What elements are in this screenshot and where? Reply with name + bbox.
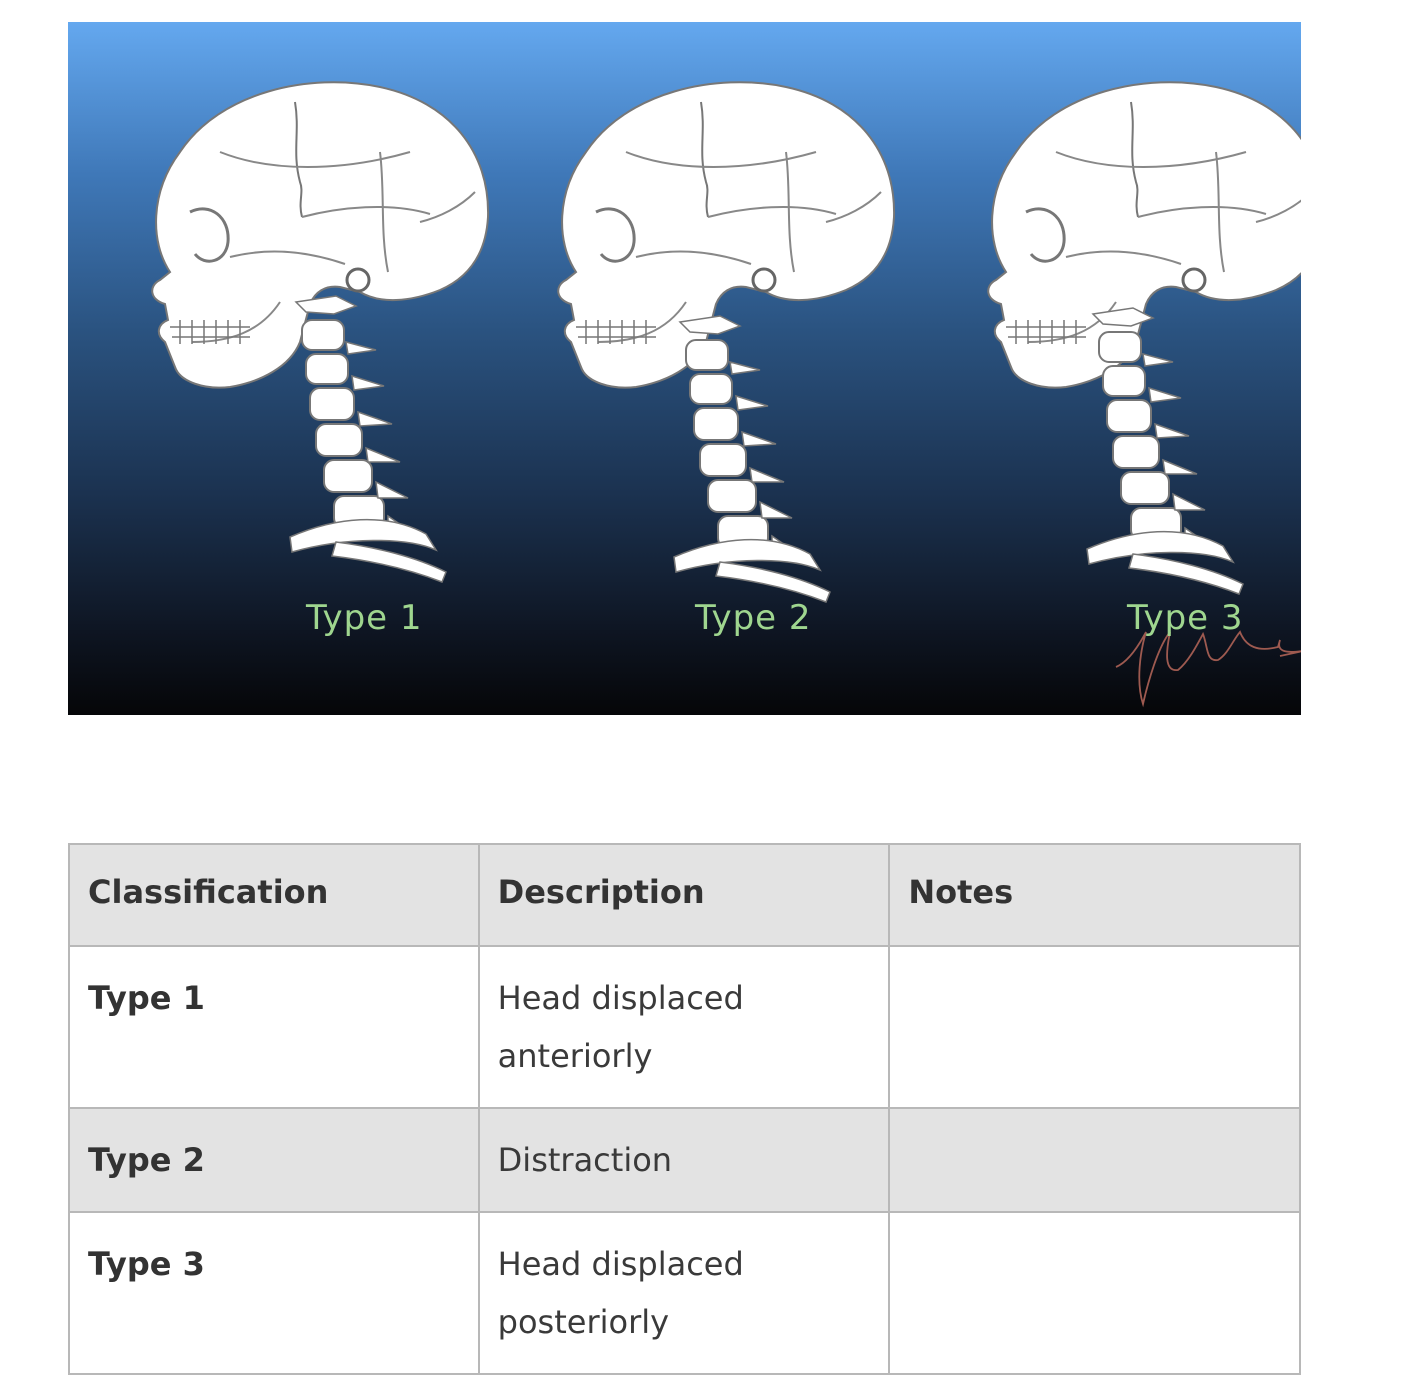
- row-notes: [888, 1107, 1301, 1213]
- table-row: Type 3 Head displaced posteriorly: [68, 1211, 1301, 1375]
- row-description: Head displaced anteriorly: [477, 945, 891, 1109]
- classification-table: Classification Description Notes Type 1 …: [68, 843, 1301, 1375]
- row-description: Head displaced posteriorly: [477, 1211, 891, 1375]
- skull-type-3: [986, 80, 1301, 595]
- table-header-row: Classification Description Notes: [68, 843, 1301, 947]
- table-row: Type 2 Distraction: [68, 1107, 1301, 1213]
- row-classification: Type 1: [68, 945, 480, 1109]
- row-description: Distraction: [477, 1107, 891, 1213]
- row-notes: [888, 1211, 1301, 1375]
- row-classification: Type 2: [68, 1107, 480, 1213]
- header-description: Description: [477, 843, 891, 947]
- header-notes: Notes: [888, 843, 1301, 947]
- row-notes: [888, 945, 1301, 1109]
- skull-spine-illustration: [150, 80, 1301, 708]
- type-3-label: Type 3: [1127, 598, 1244, 638]
- table-row: Type 1 Head displaced anteriorly: [68, 945, 1301, 1109]
- row-classification: Type 3: [68, 1211, 480, 1375]
- type-1-label: Type 1: [306, 598, 423, 638]
- skull-type-2: [556, 80, 896, 603]
- illustration-figure: Type 1 Type 2 Type 3: [68, 22, 1301, 715]
- header-classification: Classification: [68, 843, 480, 947]
- skull-type-1: [150, 80, 490, 583]
- type-2-label: Type 2: [695, 598, 812, 638]
- artist-signature: [1115, 630, 1301, 708]
